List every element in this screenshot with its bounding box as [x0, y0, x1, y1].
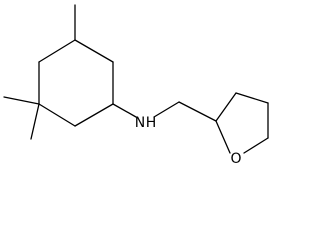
atom-label-nitrogen: N: [135, 115, 145, 131]
bond-thf-c5-o: [243, 137, 269, 154]
bond-methyl-gem-down: [30, 103, 40, 140]
bond-n-to-ch2: [153, 101, 180, 118]
molecule-structure: N H O: [3, 4, 269, 167]
structure-canvas: N H O: [3, 4, 269, 167]
atom-label-oxygen: O: [230, 151, 241, 167]
bond-thf-o-c2: [215, 120, 231, 154]
tetrahydrofuran-ring: [215, 92, 269, 154]
atom-label-hydrogen: H: [146, 115, 157, 131]
bond-ring-c3-c4: [74, 103, 114, 127]
amine-linker: [112, 101, 217, 122]
bond-thf-c3-c4: [235, 92, 269, 104]
methyl-groups: [3, 4, 76, 140]
atom-labels: N H O: [135, 115, 242, 167]
bond-ring-c6-c1: [38, 39, 76, 63]
bond-ring-c4-c5: [38, 103, 76, 127]
bond-methyl-gem-left: [3, 96, 40, 105]
cyclohexane-ring: [38, 39, 114, 127]
bond-thf-c2-c3: [215, 92, 237, 122]
bond-ring-to-n: [112, 103, 137, 118]
bond-ring-c1-c2: [74, 39, 114, 63]
bond-ch2-to-thf: [178, 101, 217, 122]
